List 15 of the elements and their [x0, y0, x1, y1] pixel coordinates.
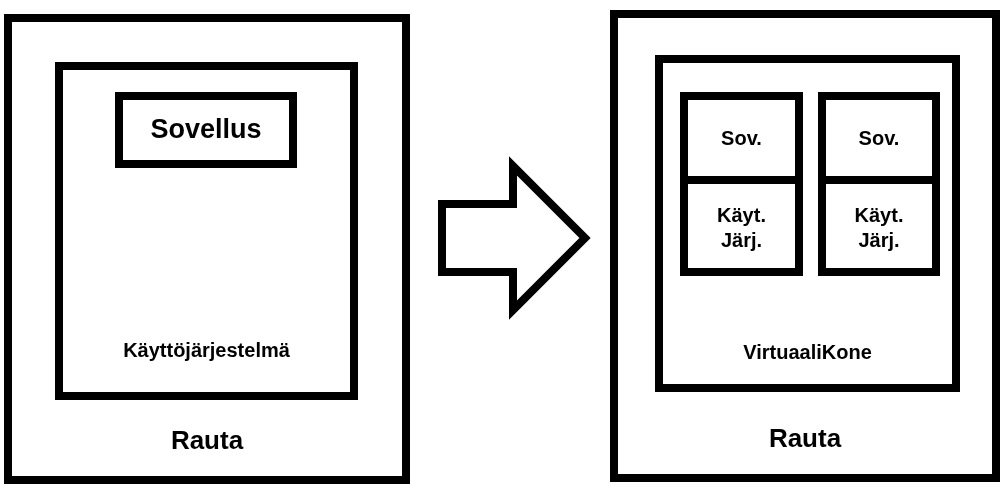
block-arrow	[438, 156, 591, 320]
layer-box	[4, 14, 410, 484]
layer-label: Käyt. Järj.	[853, 203, 905, 253]
layer-box	[115, 92, 297, 168]
layer-label: Sovellus	[150, 113, 262, 147]
layer-label: Sov.	[858, 125, 900, 151]
layer-box	[610, 10, 1000, 482]
layer-label: Sov.	[721, 125, 762, 151]
layer-label: VirtuaaliKone	[743, 339, 872, 365]
layer-label: Käyt. Järj.	[716, 203, 767, 253]
layer-box	[655, 55, 960, 392]
layer-box	[55, 62, 358, 400]
layer-label: Rauta	[170, 423, 244, 457]
layer-label: Käyttöjärjestelmä	[123, 337, 290, 363]
layer-label: Rauta	[768, 421, 842, 455]
